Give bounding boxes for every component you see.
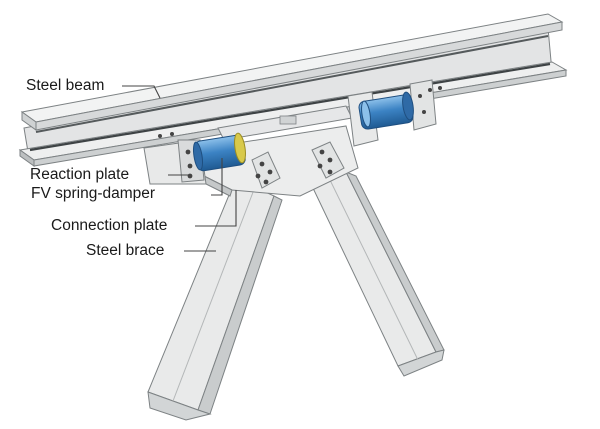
leader-fv-spring-damper: [211, 158, 223, 196]
label-steel-beam: Steel beam: [26, 77, 105, 94]
steel-brace-right: [311, 171, 445, 377]
label-fv-spring-damper: FV spring-damper: [31, 185, 156, 202]
leader-lines: [122, 85, 237, 252]
steel-brace-left: [147, 177, 283, 421]
label-reaction-plate: Reaction plate: [30, 166, 130, 183]
label-steel-brace: Steel brace: [86, 242, 165, 259]
leader-steel-beam: [122, 85, 161, 99]
label-connection-plate: Connection plate: [51, 217, 168, 234]
beam-bolts: [158, 86, 442, 138]
fv-spring-damper-right: [358, 91, 414, 130]
leader-connection-plate: [195, 190, 237, 227]
